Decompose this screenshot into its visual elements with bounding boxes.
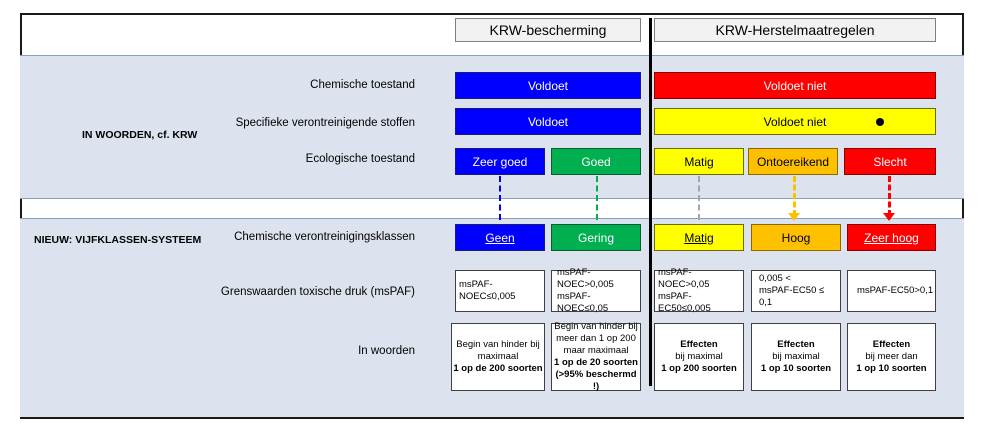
class-matig-label: Matig (684, 230, 714, 245)
words-gering-line1: Begin van hinder bij (554, 321, 638, 333)
words-zeer-hoog-line2: bij meer dan (865, 351, 918, 363)
class-hoog: Hoog (751, 224, 841, 251)
words-geen-line2: maximaal (477, 351, 519, 363)
limit-geen: msPAF-NOEC≤0,005 (455, 270, 545, 312)
words-zeer-hoog: Effecten bij meer dan 1 op 10 soorten (847, 323, 936, 391)
words-matig: Effecten bij maximal 1 op 200 soorten (654, 323, 744, 391)
header-krw-bescherming: KRW-bescherming (455, 18, 641, 42)
class-geen-label: Geen (485, 230, 515, 245)
limit-geen-text: msPAF-NOEC≤0,005 (459, 279, 516, 302)
limit-matig-line2: msPAF-EC50≤0,005 (658, 291, 711, 314)
row-label-ecological: Ecologische toestand (305, 153, 415, 165)
limit-hoog: 0,005 < msPAF-EC50 ≤ 0,1 (751, 270, 841, 312)
words-gering: Begin van hinder bij meer dan 1 op 200 m… (551, 321, 641, 392)
section-label-bottom: NIEUW: VIJFKLASSEN-SYSTEEM (34, 234, 202, 246)
class-geen: Geen (455, 224, 545, 251)
arrow-orange-icon (788, 213, 800, 221)
eco-ontoereikend: Ontoereikend (748, 148, 838, 175)
words-geen-line3: 1 op de 200 soorten (453, 362, 543, 374)
words-geen-line1: Begin van hinder bij (456, 339, 540, 351)
connector-orange (793, 176, 796, 216)
specific-pollutants-pass: Voldoet (455, 108, 641, 135)
limit-gering-line1: msPAF-NOEC>0,005 (557, 267, 614, 291)
limit-matig: msPAF-NOEC>0,05 msPAF-EC50≤0,005 (654, 267, 744, 314)
words-hoog: Effecten bij maximal 1 op 10 soorten (751, 323, 841, 391)
connector-grey (698, 176, 700, 220)
chemical-state-pass: Voldoet (455, 72, 641, 99)
class-gering: Gering (551, 224, 641, 251)
words-geen: Begin van hinder bij maximaal 1 op de 20… (451, 323, 545, 391)
words-matig-line3: 1 op 200 soorten (661, 362, 737, 374)
class-matig: Matig (654, 224, 744, 251)
words-matig-line2: bij maximal (675, 351, 723, 363)
limit-matig-line1: msPAF-NOEC>0,05 (658, 267, 710, 291)
arrow-red-icon (883, 213, 895, 221)
row-label-chemical: Chemische toestand (310, 79, 415, 91)
connector-red (888, 176, 891, 216)
section-label-top: IN WOORDEN, cf. KRW (82, 129, 198, 141)
limit-hoog-line2: msPAF-EC50 ≤ 0,1 (759, 285, 825, 308)
words-zeer-hoog-line1: Effecten (872, 339, 911, 351)
row-label-words: In woorden (358, 345, 415, 357)
limit-hoog-line1: 0,005 < (759, 273, 791, 285)
eco-zeer-goed: Zeer goed (455, 148, 545, 175)
header-krw-herstelmaatregelen: KRW-Herstelmaatregelen (654, 18, 936, 42)
eco-matig: Matig (654, 148, 744, 175)
row-label-specific: Specifieke verontreinigende stoffen (235, 117, 415, 129)
row-label-limits: Grenswaarden toxische druk (msPAF) (220, 286, 415, 298)
words-gering-line5: (>95% beschermd !) (555, 368, 637, 392)
chemical-state-fail: Voldoet niet (654, 72, 936, 99)
eco-goed: Goed (551, 148, 641, 175)
eco-slecht: Slecht (844, 148, 936, 175)
words-hoog-line3: 1 op 10 soorten (760, 362, 832, 374)
limit-zeer-hoog: msPAF-EC50>0,1 (847, 270, 936, 312)
row-label-classes: Chemische verontreinigingsklassen (234, 231, 415, 243)
class-zeer-hoog-label: Zeer hoog (864, 230, 919, 245)
limit-gering: msPAF-NOEC>0,005 msPAF-NOEC≤0,05 (551, 267, 641, 314)
marker-dot (876, 118, 884, 126)
words-gering-line3: maar maximaal (563, 345, 629, 357)
class-zeer-hoog: Zeer hoog (847, 224, 936, 251)
limit-gering-line2: msPAF-NOEC≤0,05 (557, 291, 609, 314)
words-hoog-line1: Effecten (777, 339, 815, 351)
words-hoog-line2: bij maximal (772, 351, 820, 363)
words-zeer-hoog-line3: 1 op 10 soorten (856, 362, 927, 374)
words-matig-line1: Effecten (680, 339, 718, 351)
specific-pollutants-fail: Voldoet niet (654, 108, 936, 135)
limit-zeer-hoog-text: msPAF-EC50>0,1 (857, 285, 934, 297)
connector-blue (499, 176, 501, 220)
words-gering-line2: meer dan 1 op 200 (556, 333, 636, 345)
divider-line (649, 18, 652, 386)
words-gering-line4: 1 op de 20 soorten (554, 357, 638, 368)
connector-green (596, 176, 598, 220)
